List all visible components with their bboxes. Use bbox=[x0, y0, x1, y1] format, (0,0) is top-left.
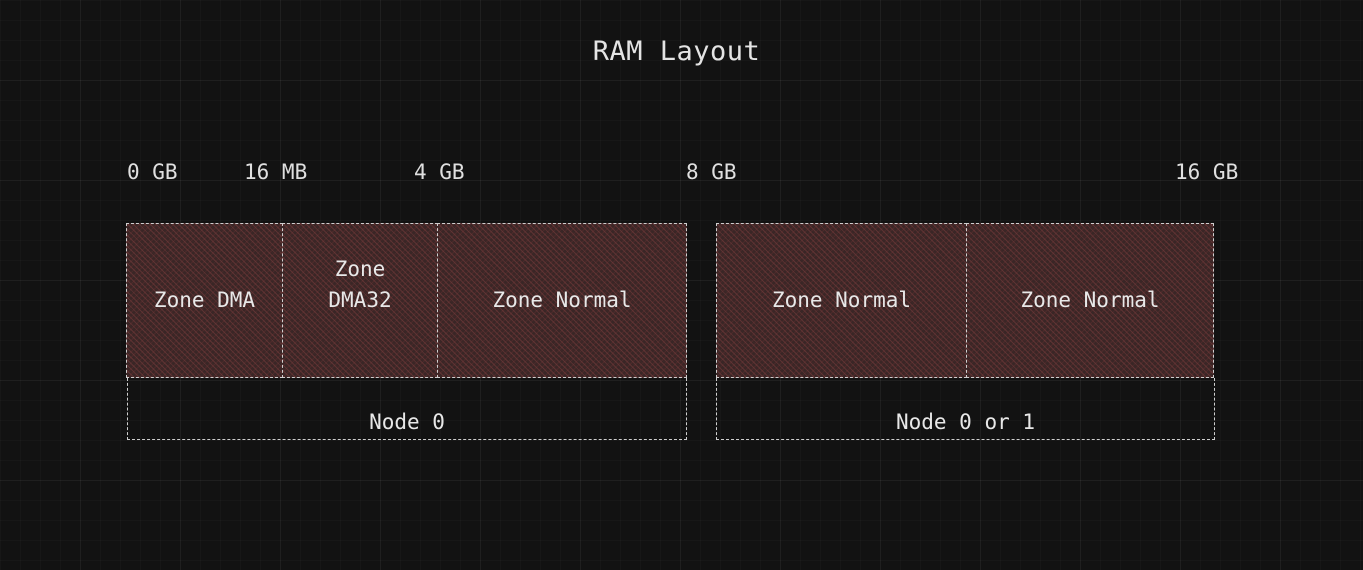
diagram-title: RAM Layout bbox=[592, 36, 761, 67]
node-0: Node 0 bbox=[127, 378, 687, 440]
tick-16mb: 16 MB bbox=[244, 160, 308, 184]
zone-normal-2: Zone Normal bbox=[716, 223, 967, 378]
node-0-or-1-label: Node 0 or 1 bbox=[895, 409, 1036, 434]
zone-dma32: Zone DMA32 bbox=[282, 223, 438, 378]
tick-8gb: 8 GB bbox=[686, 160, 737, 184]
zone-normal-3: Zone Normal bbox=[966, 223, 1214, 378]
tick-16gb: 16 GB bbox=[1175, 160, 1239, 184]
tick-0gb: 0 GB bbox=[127, 160, 178, 184]
zone-dma-label: Zone DMA bbox=[153, 288, 256, 312]
zone-dma32-label: Zone DMA32 bbox=[328, 256, 392, 312]
tick-4gb: 4 GB bbox=[414, 160, 465, 184]
zone-normal-1: Zone Normal bbox=[437, 223, 687, 378]
zone-normal-1-label: Zone Normal bbox=[492, 288, 632, 312]
node-0-or-1: Node 0 or 1 bbox=[716, 378, 1215, 440]
zone-normal-2-label: Zone Normal bbox=[771, 288, 912, 312]
node-0-label: Node 0 bbox=[369, 409, 445, 434]
zone-dma: Zone DMA bbox=[126, 223, 283, 378]
zone-normal-3-label: Zone Normal bbox=[1020, 288, 1160, 312]
